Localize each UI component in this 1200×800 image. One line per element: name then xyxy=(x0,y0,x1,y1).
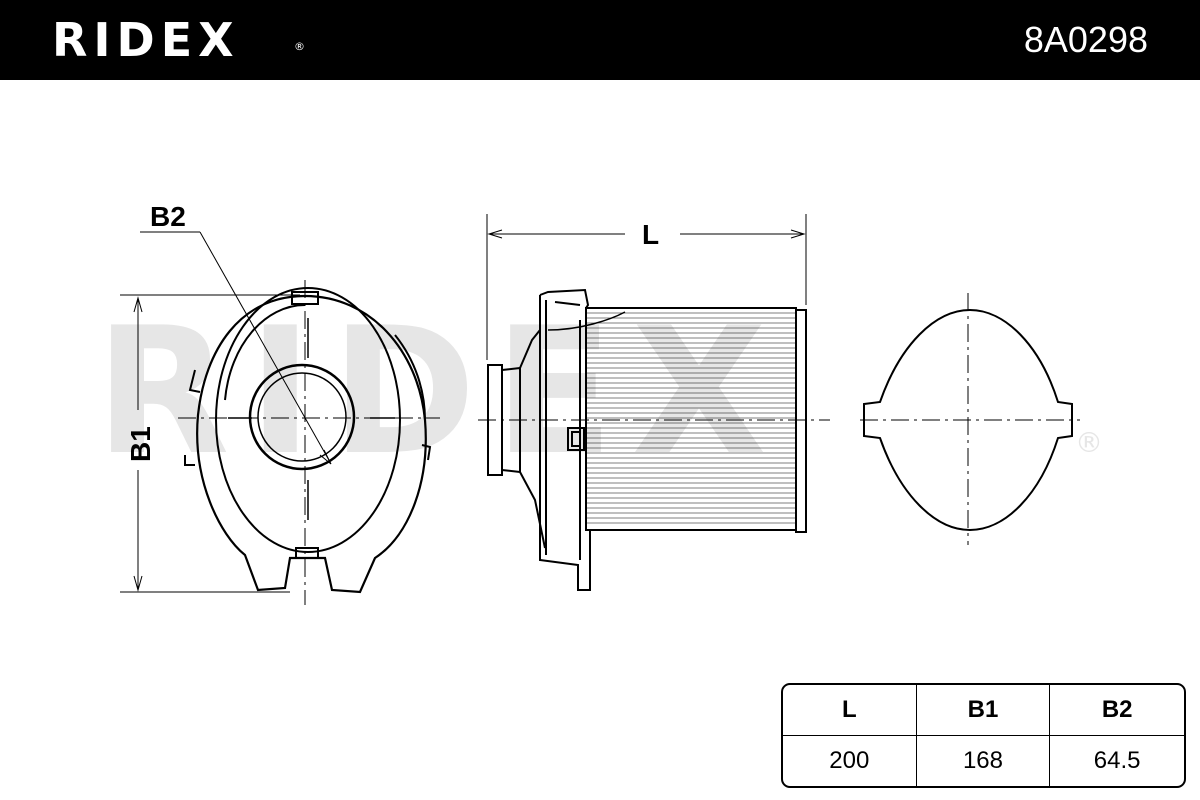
b1-dimension xyxy=(120,294,300,593)
dimensions-value-row: 200 168 64.5 xyxy=(783,736,1184,786)
l-label: L xyxy=(642,219,659,250)
header-bar: RIDEX ® 8A0298 xyxy=(0,0,1200,80)
front-view-centerlines xyxy=(178,280,440,605)
dimensions-table: L B1 B2 200 168 64.5 xyxy=(781,683,1186,788)
brand-logo: RIDEX xyxy=(52,13,240,67)
l-dimension xyxy=(486,214,807,360)
value-l: 200 xyxy=(783,736,917,786)
rear-view-centerlines xyxy=(860,293,1080,545)
brand-registered-mark: ® xyxy=(294,40,305,53)
filter-pleats xyxy=(587,312,795,524)
dimensions-header-row: L B1 B2 xyxy=(783,685,1184,736)
technical-drawing: RIDEX ® B1 xyxy=(95,201,1103,605)
watermark-mark: ® xyxy=(1075,426,1103,459)
value-b1: 168 xyxy=(917,736,1051,786)
header-b1: B1 xyxy=(916,685,1051,736)
b2-dimension xyxy=(140,231,332,465)
b1-label: B1 xyxy=(125,426,156,462)
value-b2: 64.5 xyxy=(1093,747,1141,774)
b2-label: B2 xyxy=(150,201,186,232)
rear-view xyxy=(863,308,1073,532)
part-number: 8A0298 xyxy=(1023,19,1148,60)
header-b2: B2 xyxy=(1050,685,1184,736)
watermark: RIDEX ® xyxy=(95,291,1103,494)
header-l: L xyxy=(783,685,917,736)
watermark-text: RIDEX xyxy=(95,291,785,494)
